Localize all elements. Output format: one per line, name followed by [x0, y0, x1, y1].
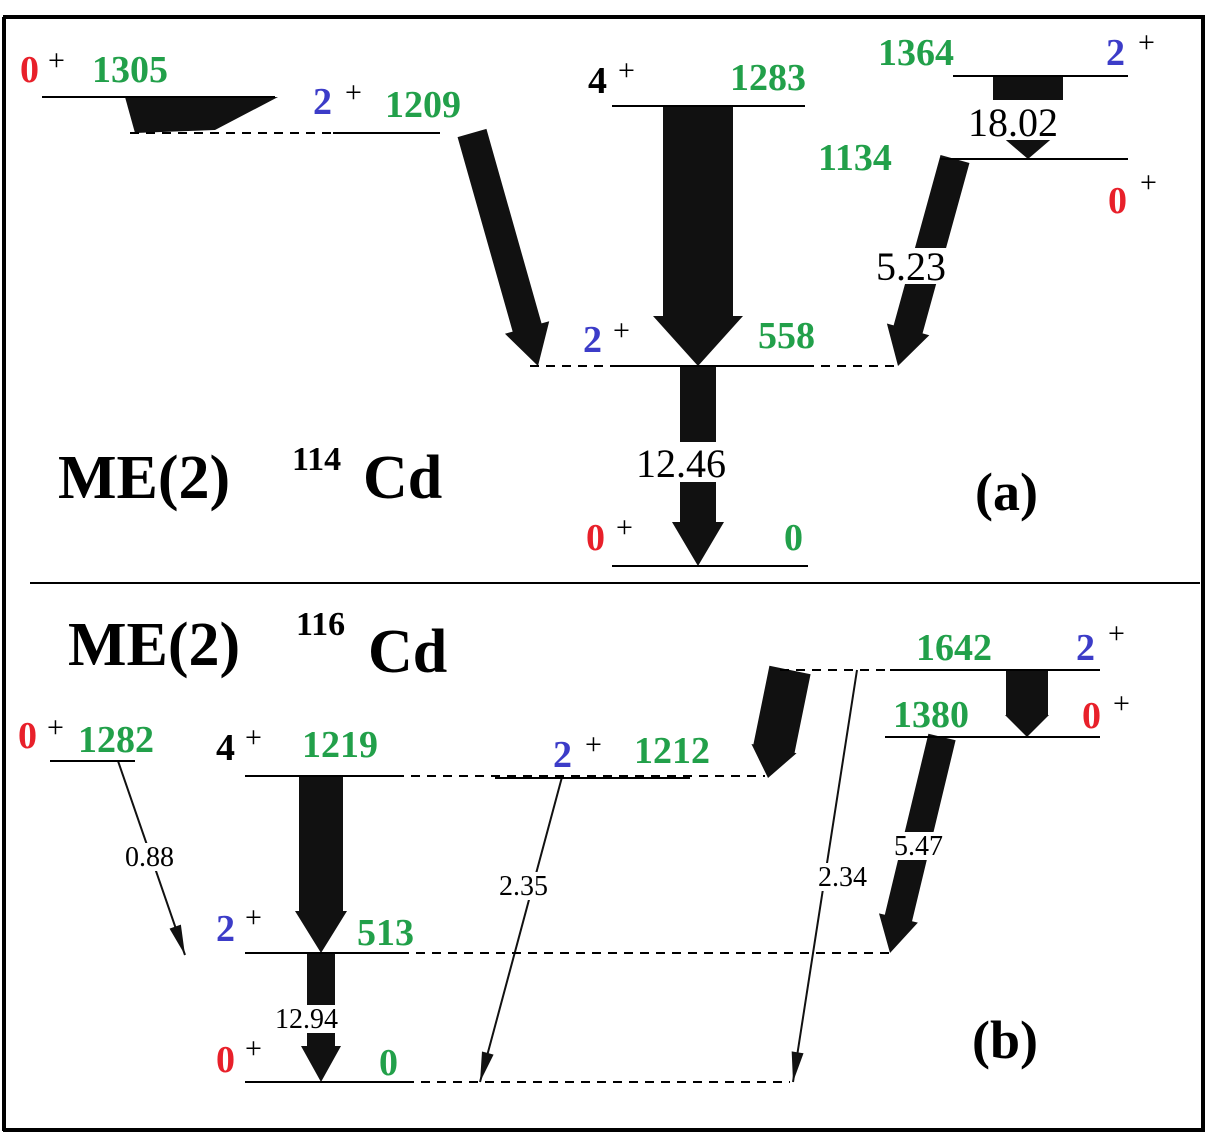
parity-label: + — [1140, 166, 1157, 199]
transition-value: 0.88 — [125, 842, 174, 873]
spin-label: 0 — [216, 1039, 235, 1081]
parity-label: + — [1108, 617, 1125, 650]
spin-label: 0 — [1108, 180, 1127, 222]
parity-label: + — [245, 721, 262, 754]
energy-label: 1283 — [730, 57, 806, 99]
transition-value: 12.94 — [275, 1004, 338, 1035]
spin-label: 0 — [18, 715, 37, 757]
transition-value: 5.23 — [876, 244, 946, 289]
spin-label: 4 — [588, 60, 607, 102]
parity-label: + — [618, 54, 635, 87]
transition-value: 2.34 — [818, 862, 867, 893]
frame — [2, 15, 1205, 1132]
energy-label: 1134 — [818, 137, 892, 179]
energy-label: 558 — [758, 315, 815, 357]
panel-b: 0 + 1282 4 + 1219 2 + 1212 1642 2 + 1380… — [18, 606, 1130, 1084]
parity-label: + — [616, 511, 633, 544]
transition-arrow-1642-1380 — [1005, 670, 1049, 737]
parity-label: + — [1113, 687, 1130, 720]
transition-arrow-1642-1212 — [751, 665, 811, 778]
spin-label: 0 — [586, 517, 605, 559]
transition-arrow-1282-513-head — [169, 924, 185, 955]
parity-label: + — [245, 901, 262, 934]
panel-title: ME(2) — [58, 444, 230, 512]
energy-label: 0 — [379, 1042, 398, 1084]
spin-label: 2 — [553, 734, 572, 776]
transition-value: 5.47 — [894, 831, 943, 862]
transition-arrow-1219-513 — [295, 776, 347, 953]
parity-label: + — [1138, 26, 1155, 59]
transition-arrow-1283-558 — [653, 106, 743, 366]
parity-label: + — [47, 711, 64, 744]
spin-label: 0 — [20, 49, 39, 91]
spin-label: 2 — [1076, 627, 1095, 669]
energy-label: 513 — [357, 912, 414, 954]
transition-arrow-1212-0-head — [480, 1045, 494, 1082]
parity-label: + — [585, 728, 602, 761]
transition-value: 12.46 — [636, 441, 726, 486]
spin-label: 0 — [1082, 695, 1101, 737]
energy-label: 1305 — [92, 49, 168, 91]
element-symbol: Cd — [368, 618, 447, 686]
panel-label: (b) — [972, 1010, 1038, 1070]
transition-arrow-1212-0 — [479, 776, 563, 1083]
spin-label: 2 — [313, 81, 332, 123]
energy-label: 1219 — [302, 724, 378, 766]
transition-arrow-1642-0-head — [791, 1032, 804, 1082]
mass-number: 116 — [296, 606, 345, 643]
transition-value: 2.35 — [499, 871, 548, 902]
element-symbol: Cd — [363, 444, 442, 512]
panel-a: 0 + 1305 2 + 1209 4 + 1283 1364 2 + 1134… — [20, 26, 1157, 567]
transition-value: 18.02 — [968, 100, 1058, 145]
transition-arrow-1305-1209 — [125, 97, 278, 133]
spin-label: 2 — [583, 319, 602, 361]
mass-number: 114 — [292, 441, 341, 478]
parity-label: + — [48, 44, 65, 77]
parity-label: + — [345, 76, 362, 109]
energy-label: 1642 — [916, 627, 992, 669]
energy-label: 1212 — [634, 730, 710, 772]
energy-label: 1364 — [878, 32, 954, 74]
energy-label: 1380 — [893, 694, 969, 736]
panel-title: ME(2) — [68, 611, 240, 679]
parity-label: + — [613, 314, 630, 347]
transition-arrow-1209-558 — [457, 128, 550, 366]
panel-label: (a) — [975, 462, 1038, 522]
energy-label: 0 — [784, 517, 803, 559]
parity-label: + — [245, 1032, 262, 1065]
spin-label: 4 — [216, 727, 235, 769]
energy-label: 1209 — [385, 84, 461, 126]
spin-label: 2 — [1106, 32, 1125, 74]
energy-label: 1282 — [78, 719, 154, 761]
spin-label: 2 — [216, 908, 235, 950]
